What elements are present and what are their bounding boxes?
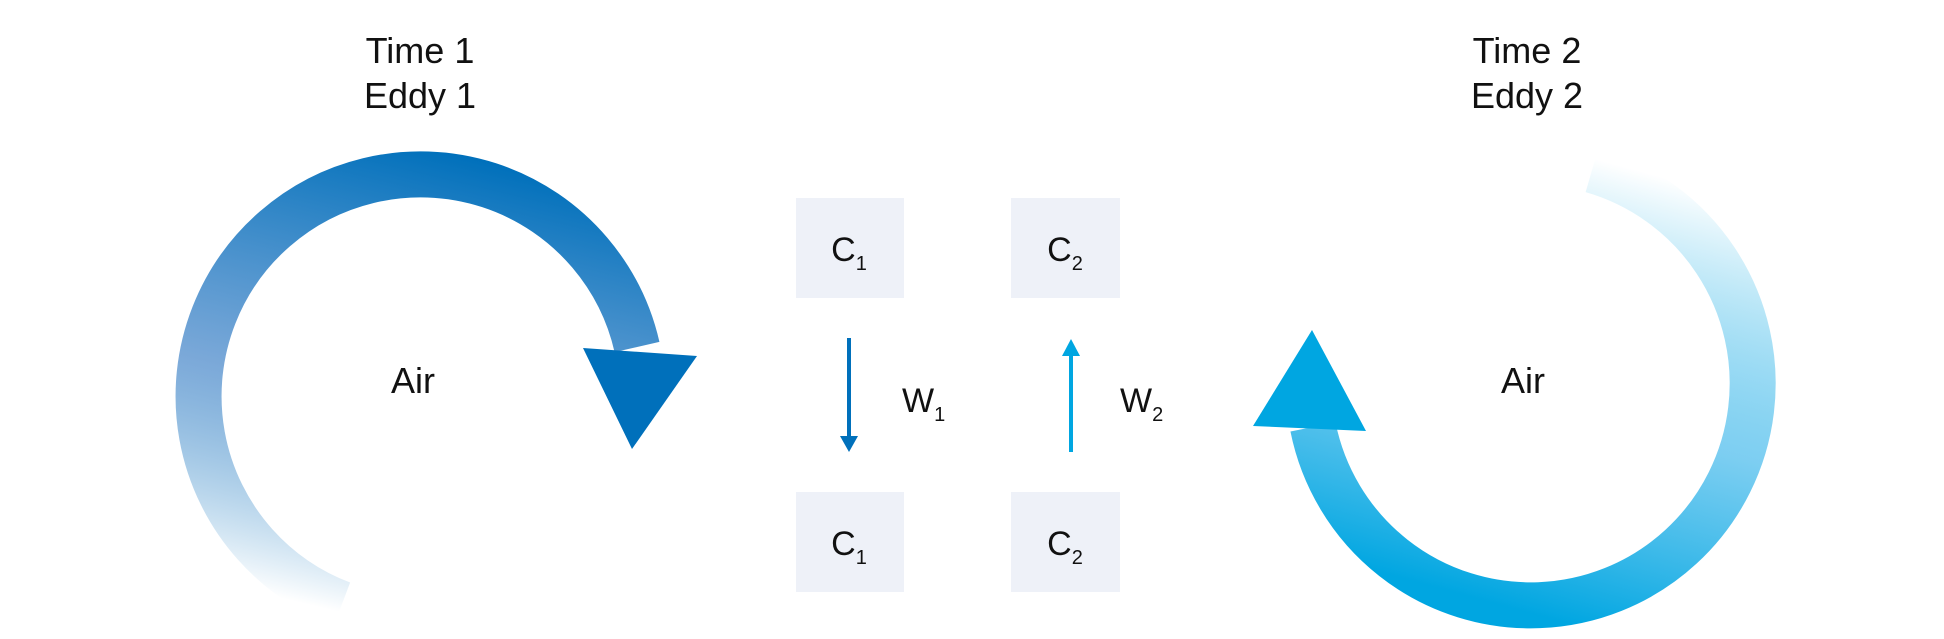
right-eddy-title: Time 2 Eddy 2 <box>1471 30 1583 116</box>
concentration-symbol: C <box>831 525 856 563</box>
concentration-box-top-right: C2 <box>1011 198 1120 298</box>
svg-text:C1: C1 <box>831 525 867 569</box>
left-eddy-arrowhead <box>583 348 697 449</box>
flux-arrow-down <box>840 338 858 452</box>
concentration-box-top-left: C1 <box>796 198 904 298</box>
concentration-subscript: 1 <box>856 253 867 275</box>
svg-text:C2: C2 <box>1047 231 1083 275</box>
concentration-symbol: C <box>1047 231 1072 269</box>
flux-subscript: 2 <box>1152 404 1163 426</box>
concentration-subscript: 1 <box>856 547 867 569</box>
left-eddy-arc <box>175 151 660 626</box>
flux-symbol: W <box>902 382 934 420</box>
concentration-symbol: C <box>831 231 856 269</box>
left-eddy-name-label: Eddy 1 <box>364 75 476 116</box>
right-eddy-time-label: Time 2 <box>1473 30 1582 71</box>
right-eddy-arrowhead <box>1253 330 1366 431</box>
flux-label-left: W1 <box>902 382 945 426</box>
flux-arrow-up <box>1062 339 1080 452</box>
left-eddy-title: Time 1 Eddy 1 <box>364 30 476 116</box>
right-eddy-arc <box>1290 147 1776 629</box>
concentration-box-bottom-right: C2 <box>1011 492 1120 592</box>
concentration-box-bottom-left: C1 <box>796 492 904 592</box>
left-eddy-time-label: Time 1 <box>366 30 475 71</box>
left-eddy: Air <box>175 151 697 626</box>
flux-label-right: W2 <box>1120 382 1163 426</box>
concentration-symbol: C <box>1047 525 1072 563</box>
concentration-subscript: 2 <box>1072 253 1083 275</box>
svg-text:C2: C2 <box>1047 525 1083 569</box>
right-eddy: Air <box>1253 147 1776 629</box>
flux-symbol: W <box>1120 382 1152 420</box>
left-eddy-air-label: Air <box>391 360 435 401</box>
right-eddy-name-label: Eddy 2 <box>1471 75 1583 116</box>
svg-text:C1: C1 <box>831 231 867 275</box>
flux-subscript: 1 <box>934 404 945 426</box>
right-eddy-air-label: Air <box>1501 360 1545 401</box>
concentration-subscript: 2 <box>1072 547 1083 569</box>
